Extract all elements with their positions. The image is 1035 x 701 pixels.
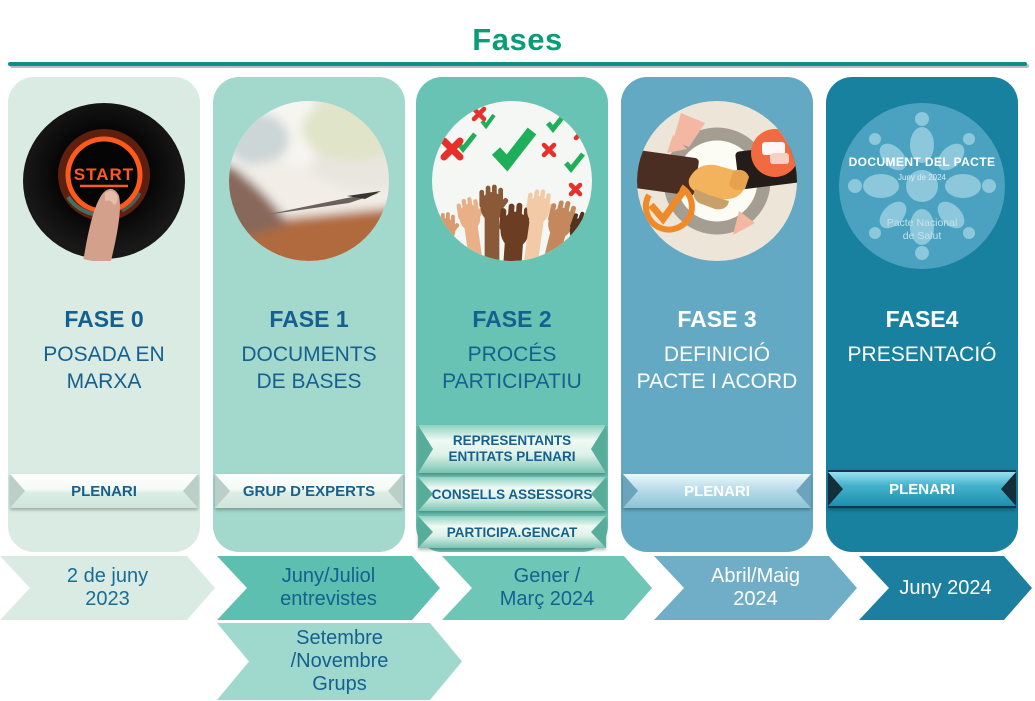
fase0-banner-plenari: PLENARI xyxy=(10,474,198,508)
title-underline xyxy=(8,62,1027,66)
fase4-banner-plenari: PLENARI xyxy=(828,470,1016,508)
fase3-name: DEFINICIÓ PACTE I ACORD xyxy=(636,343,798,394)
page-title: Fases xyxy=(472,22,563,57)
badge-subtitle: Pacte Nacional de Salut xyxy=(886,217,958,243)
timeline-arrow-fase0: 2 de juny 2023 xyxy=(0,556,215,620)
timeline-arrow-fase2: Gener / Març 2024 xyxy=(442,556,652,620)
ribbon-tip-left xyxy=(418,516,433,548)
fase1-banner-label: GRUP D’EXPERTS xyxy=(242,482,376,500)
timeline-row2-label: Setembre /Novembre Grups xyxy=(290,627,389,695)
fase1-heading: FASE 1 xyxy=(269,306,349,332)
ribbon-tip-left xyxy=(418,477,433,511)
fase2-banner-consells: CONSELLS ASSESSORS xyxy=(418,477,606,511)
fase4-name: PRESENTACIÓ xyxy=(847,343,997,366)
raised-hands-illustration xyxy=(432,101,592,266)
ribbon-tip-right xyxy=(1001,472,1016,506)
fase4-banner-label: PLENARI xyxy=(889,480,955,498)
fase3-banner-plenari: PLENARI xyxy=(623,474,811,508)
ribbon-tip-right xyxy=(796,474,811,508)
fase0-name: POSADA EN MARXA xyxy=(43,343,165,394)
fase2-banner3-label: PARTICIPA.GENCAT xyxy=(446,524,578,540)
ribbon-tip-left xyxy=(828,472,843,506)
timeline-label: 2 de juny 2023 xyxy=(66,565,149,610)
fase4-heading: FASE4 xyxy=(885,306,959,332)
ribbon-tip-left xyxy=(10,474,25,508)
fase2-banner1-label: REPRESENTANTS ENTITATS PLENARI xyxy=(448,432,576,464)
phase-column-fase2: FASE 2 PROCÉS PARTICIPATIU REPRESENTANTS… xyxy=(416,77,608,552)
timeline-label: Abril/Maig 2024 xyxy=(711,565,800,610)
fase3-heading: FASE 3 xyxy=(677,306,757,332)
ribbon-tip-right xyxy=(183,474,198,508)
ribbon-tip-right xyxy=(388,474,403,508)
fase2-heading: FASE 2 xyxy=(472,306,552,332)
phase-column-fase1: FASE 1 DOCUMENTS DE BASES GRUP D’EXPERTS xyxy=(213,77,405,552)
handshake-illustration xyxy=(637,101,797,266)
phase-column-fase3: FASE 3 DEFINICIÓ PACTE I ACORD PLENARI xyxy=(621,77,813,552)
timeline-arrow-fase4: Juny 2024 xyxy=(859,556,1032,620)
fase1-name: DOCUMENTS DE BASES xyxy=(241,343,377,394)
phase-column-fase0: START FASE 0 POSADA EN MARXA PLENARI xyxy=(8,77,200,552)
badge-date: Juny de 2024 xyxy=(897,173,947,182)
fase2-banner-representants: REPRESENTANTS ENTITATS PLENARI xyxy=(418,425,606,473)
phase-column-fase4: DOCUMENT DEL PACTE Juny de 2024 Pacte Na… xyxy=(826,77,1018,552)
ribbon-tip-right xyxy=(591,425,606,473)
badge-title: DOCUMENT DEL PACTE xyxy=(848,155,996,169)
fase3-banner-label: PLENARI xyxy=(684,482,750,500)
book-pen-photo xyxy=(229,101,389,266)
ribbon-tip-left xyxy=(623,474,638,508)
fase2-name: PROCÉS PARTICIPATIU xyxy=(442,343,582,394)
timeline-arrow-fase3: Abril/Maig 2024 xyxy=(654,556,857,620)
timeline-label: Gener / Març 2024 xyxy=(499,565,595,610)
fase2-banner2-label: CONSELLS ASSESSORS xyxy=(431,486,593,502)
pacte-document-badge: DOCUMENT DEL PACTE Juny de 2024 Pacte Na… xyxy=(837,101,1007,271)
ribbon-tip-right xyxy=(591,516,606,548)
ribbon-tip-right xyxy=(591,477,606,511)
timeline-label: Juny 2024 xyxy=(899,576,992,599)
ribbon-tip-left xyxy=(215,474,230,508)
fase1-banner-grup-experts: GRUP D’EXPERTS xyxy=(215,474,403,508)
ribbon-tip-left xyxy=(418,425,433,473)
fase0-heading: FASE 0 xyxy=(64,306,144,332)
timeline-arrow-fase1: Juny/Juliol entrevistes xyxy=(217,556,440,620)
fase2-banner-participa: PARTICIPA.GENCAT xyxy=(418,516,606,548)
fase0-banner-label: PLENARI xyxy=(71,482,137,500)
timeline-label: Juny/Juliol entrevistes xyxy=(280,565,377,610)
timeline-arrow-row2: Setembre /Novembre Grups xyxy=(217,623,462,700)
svg-text:START: START xyxy=(74,165,134,184)
start-button-photo: START xyxy=(22,101,186,266)
